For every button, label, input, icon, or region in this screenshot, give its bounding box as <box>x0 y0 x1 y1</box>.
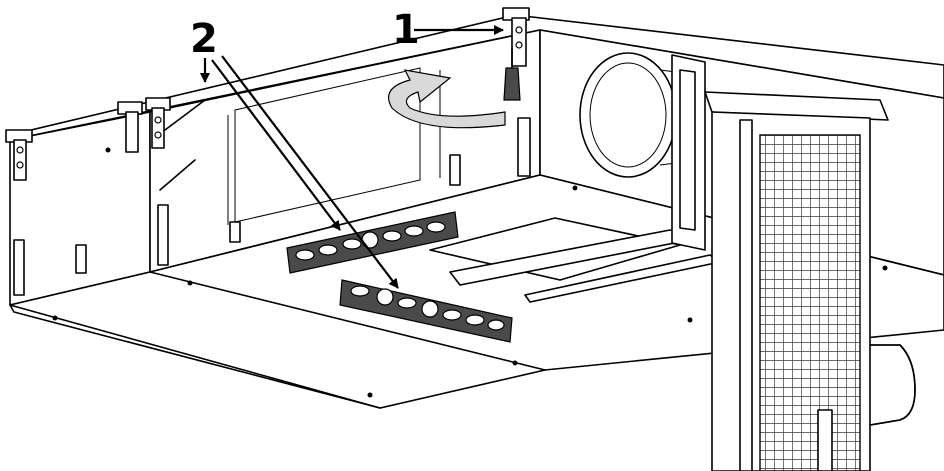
installation-lift <box>671 54 916 471</box>
hanger-bracket-middle <box>117 97 171 266</box>
callout-one: 1 <box>392 7 504 53</box>
pointer-arrow-icon <box>221 55 399 289</box>
hanger-bracket-right <box>502 7 531 177</box>
hanger-bracket-left <box>5 129 33 296</box>
transport-bracket-upper <box>286 211 459 274</box>
callout-two: 2 <box>190 16 399 289</box>
rotation-arrow-icon <box>388 69 506 129</box>
bottom-panel <box>9 174 944 409</box>
pointer-arrow-icon <box>211 59 341 231</box>
screwdriver-icon <box>503 47 521 101</box>
callout-two-label: 2 <box>190 16 218 62</box>
transport-bracket-lower <box>339 279 513 343</box>
